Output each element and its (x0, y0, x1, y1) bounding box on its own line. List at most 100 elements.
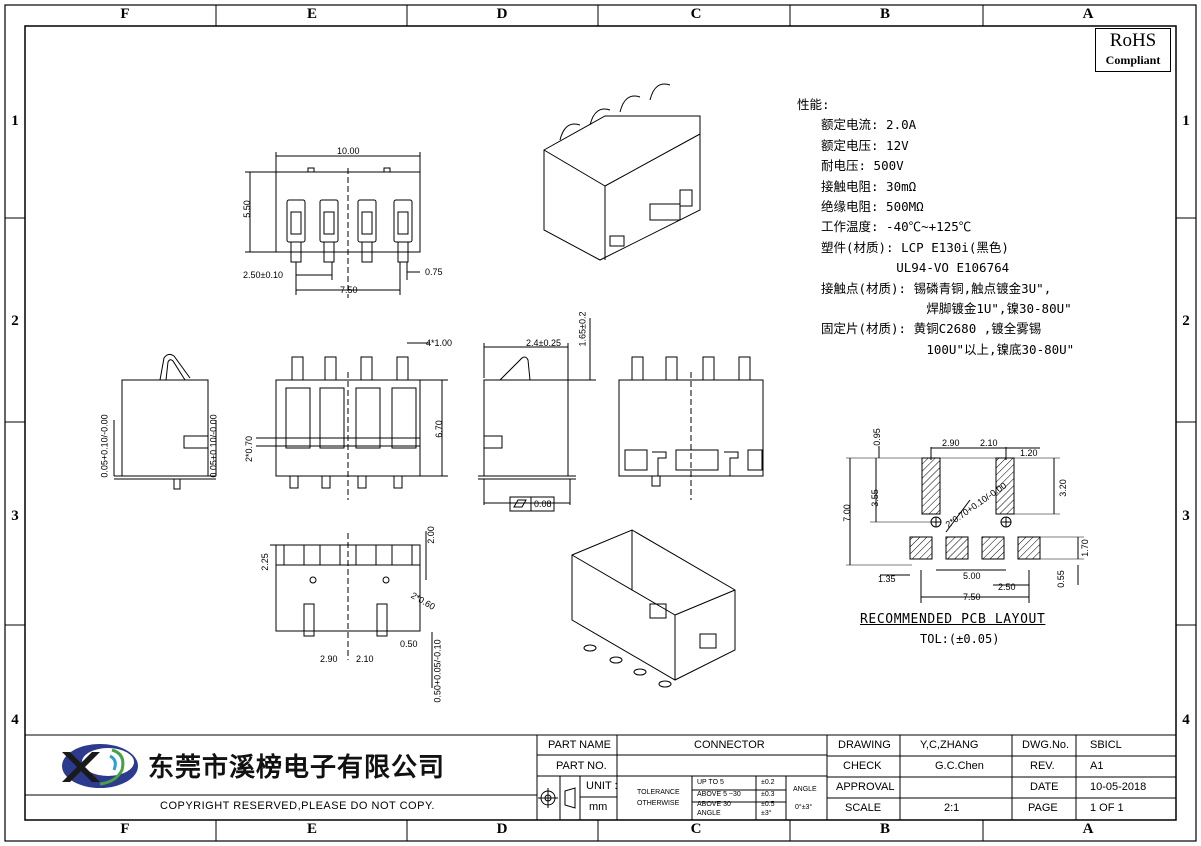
drawing-value: Y,C,ZHANG (920, 739, 979, 751)
dim-front-left: 2*0.70 (244, 435, 255, 463)
pcb-dim-170: 1.70 (1079, 539, 1090, 557)
zone-label-right-2: 2 (1182, 313, 1190, 329)
scale-value: 2:1 (944, 802, 960, 814)
approval-label: APPROVAL (836, 781, 895, 793)
specs-heading: 性能: (797, 97, 830, 112)
check-value: G.C.Chen (935, 760, 984, 772)
date-value: 10-05-2018 (1090, 781, 1147, 793)
zone-label-right-4: 4 (1182, 712, 1190, 728)
pcb-dim-500: 5.00 (963, 571, 981, 581)
bottom-view (270, 531, 433, 688)
zone-label-left-3: 3 (11, 508, 19, 524)
zone-label-right-1: 1 (1182, 113, 1190, 129)
tol-30-label: ABOVE 30 (697, 801, 731, 808)
page-label: PAGE (1028, 802, 1058, 814)
part-name-value: CONNECTOR (694, 739, 765, 751)
zone-label-bottom-a: A (1082, 821, 1094, 837)
tol-up5-value: ±0.2 (761, 779, 775, 786)
dim-rside-top: 2.4±0.25 (526, 338, 561, 348)
company-name: 东莞市溪榜电子有限公司 (148, 753, 446, 783)
angle-label: ANGLE (793, 786, 817, 793)
dim-flatness: 0.08 (534, 499, 552, 509)
zone-label-bottom-e: E (306, 821, 317, 837)
zone-label-bottom-f: F (120, 821, 130, 837)
zone-label-right-3: 3 (1182, 508, 1190, 524)
back-view (618, 356, 764, 500)
zone-label-top-c: C (690, 6, 702, 22)
dim-top-width: 10.00 (337, 146, 360, 156)
pcb-layout (846, 446, 1084, 603)
rohs-title: RoHS (1109, 30, 1157, 51)
pcb-dim-700: 7.00 (841, 504, 852, 522)
part-name-label: PART NAME (548, 739, 611, 751)
spec-line: 工作温度: -40℃~+125℃ (821, 219, 972, 235)
pcb-dim-290: 2.90 (942, 438, 960, 448)
tolerance-label: TOLERANCE (637, 789, 680, 796)
pcb-dim-135: 1.35 (878, 574, 896, 584)
drawing-label: DRAWING (838, 739, 891, 751)
pcb-tolerance: TOL:(±0.05) (920, 632, 1000, 646)
dim-pin-width: 0.75 (425, 267, 443, 277)
dim-pitch: 2.50±0.10 (243, 270, 283, 280)
dwg-no-label: DWG.No. (1022, 739, 1070, 751)
tol-30-value: ±0.5 (761, 801, 775, 808)
spec-line: 焊脚镀金1U",镍30-80U" (821, 301, 1072, 317)
spec-line: 固定片(材质): 黄铜C2680 ,镀全雾锡 (821, 321, 1042, 337)
spec-line: 额定电压: 12V (821, 137, 909, 153)
zone-label-bottom-c: C (690, 821, 702, 837)
tol-5-30-label: ABOVE 5 ~30 (697, 791, 741, 798)
zone-label-top-d: D (496, 6, 508, 22)
dim-side-b: 0.05+0.10/-0.00 (208, 414, 219, 478)
spec-line: 额定电流: 2.0A (821, 117, 917, 133)
rohs-stamp: RoHS Compliant (1095, 28, 1171, 72)
spec-line: 绝缘电阻: 500MΩ (821, 199, 924, 215)
part-no-label: PART NO. (556, 760, 607, 772)
zone-label-top-b: B (879, 6, 890, 22)
copyright-notice: COPYRIGHT RESERVED,PLEASE DO NOT COPY. (160, 800, 435, 812)
dim-front-height: 6.70 (433, 420, 444, 438)
tol-angle-value: ±3° (761, 810, 772, 817)
rohs-subtitle: Compliant (1105, 53, 1161, 67)
pcb-dim-355: 3.55 (869, 489, 880, 507)
pcb-dim-055: 0.55 (1055, 570, 1066, 588)
zone-label-bottom-b: B (879, 821, 890, 837)
rev-value: A1 (1090, 760, 1104, 772)
dim-rside-height: 1.65±0.2 (577, 311, 588, 347)
dim-side-a: 0.05+0.10/-0.00 (99, 414, 110, 478)
pcb-dim-095: 0.95 (871, 428, 882, 446)
spec-line: 接触电阻: 30mΩ (821, 178, 917, 194)
dim-front-pin: 4*1.00 (426, 338, 453, 348)
performance-specs: 性能: 额定电流: 2.0A 额定电压: 12V 耐电压: 500V 接触电阻:… (797, 95, 1074, 360)
zone-label-left-1: 1 (11, 113, 19, 129)
spec-line: 接触点(材质): 锡磷青铜,触点镀金3U", (821, 280, 1052, 296)
top-view (245, 152, 421, 298)
date-label: DATE (1030, 781, 1059, 793)
zone-label-top-e: E (306, 6, 317, 22)
check-label: CHECK (843, 760, 882, 772)
pcb-dim-320: 3.20 (1057, 479, 1068, 497)
tol-angle-label: ANGLE (697, 810, 721, 817)
dim-bottom-200: 2.00 (425, 526, 436, 544)
dim-span: 7.50 (340, 285, 358, 295)
spec-line: 塑件(材质): LCP E130i(黑色) (821, 239, 1009, 255)
tol-up5-label: UP TO 5 (697, 779, 724, 786)
dim-bottom-tail: 0.50+0.05/-0.10 (432, 639, 443, 703)
page-value: 1 OF 1 (1090, 802, 1124, 814)
pcb-layout-title: RECOMMENDED PCB LAYOUT (860, 612, 1046, 627)
pcb-dim-120: 1.20 (1020, 448, 1038, 458)
dim-bottom-290: 2.90 (320, 654, 338, 664)
left-side-view (113, 353, 217, 490)
dim-bottom-225: 2.25 (259, 553, 270, 571)
dim-bottom-050: 0.50 (400, 639, 418, 649)
zone-label-bottom-d: D (496, 821, 508, 837)
unit-label: UNIT : (586, 780, 618, 792)
zone-label-top-f: F (120, 6, 130, 22)
company-logo-icon (62, 744, 138, 788)
pcb-dim-210: 2.10 (980, 438, 998, 448)
right-side-view (478, 318, 596, 512)
dim-top-height: 5.50 (241, 200, 252, 218)
unit-value: mm (589, 801, 608, 813)
isometric-view-top (543, 83, 701, 261)
